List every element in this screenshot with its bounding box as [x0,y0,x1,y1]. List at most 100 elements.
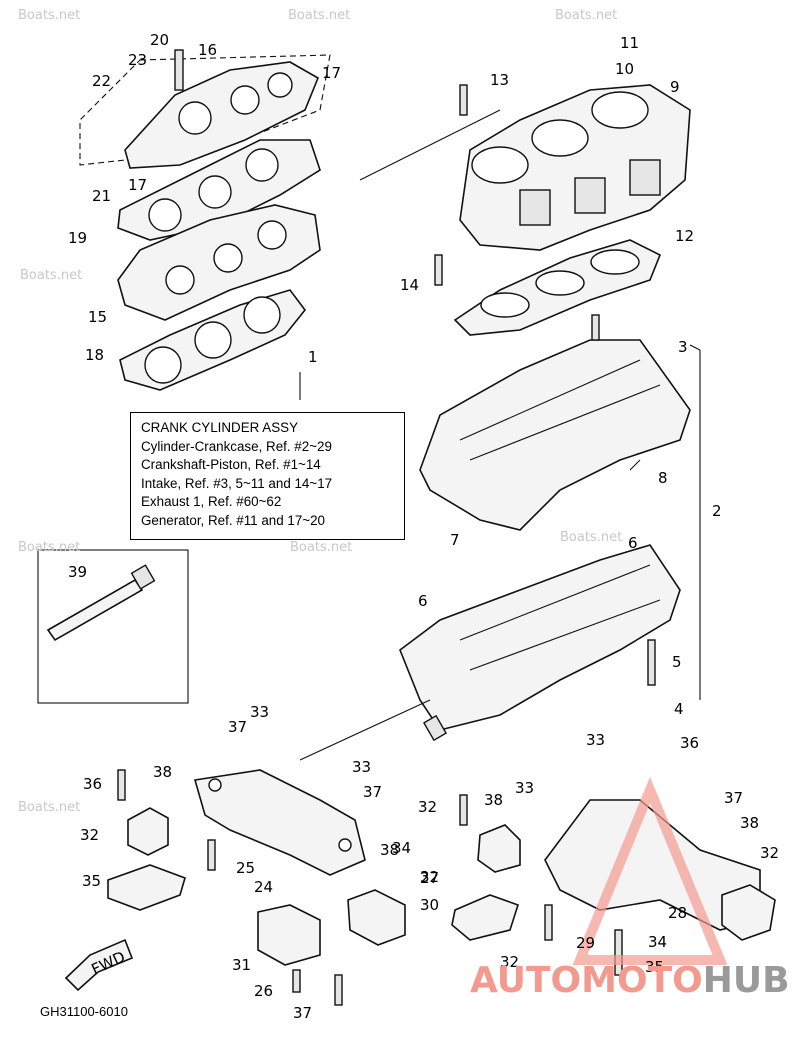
callout-number: 36 [680,734,699,752]
callout-number: 33 [515,779,534,797]
callout-number: 38 [740,814,759,832]
shaft-39[interactable] [46,564,156,642]
callout-number: 34 [392,839,411,857]
callout-number: 10 [615,60,634,78]
callout-number: 17 [128,176,147,194]
callout-number: 32 [418,798,437,816]
mount-32-right[interactable] [477,824,521,873]
logo-part-1: AUTOMOTO [470,960,703,1001]
callout-number: 8 [658,469,668,487]
info-line: Crankshaft-Piston, Ref. #1~14 [141,457,321,472]
callout-number: 19 [68,229,87,247]
callout-number: 22 [92,72,111,90]
base-gasket-12[interactable] [453,239,662,336]
info-line: Cylinder-Crankcase, Ref. #2~29 [141,438,332,454]
bolts [117,49,656,1006]
watermark: Boats.net [560,530,623,545]
mount-30[interactable] [257,904,321,966]
callout-number: 9 [670,78,680,96]
callout-number: 37 [724,789,743,807]
forward-arrow: FWD [64,938,134,992]
callout-number: 33 [586,731,605,749]
plate-35-left[interactable] [107,864,186,911]
watermark: Boats.net [20,268,83,283]
callout-number: 35 [82,872,101,890]
callout-number: 20 [150,31,169,49]
callout-number: 6 [418,592,428,610]
callout-number: 32 [500,953,519,971]
callout-number: 6 [628,534,638,552]
callout-number: 2 [712,502,722,520]
mount-32-left[interactable] [127,807,169,856]
info-line: Exhaust 1, Ref. #60~62 [141,494,282,509]
callout-number: 3 [678,338,688,356]
generator-cover-16[interactable] [124,61,320,169]
callout-number: 39 [68,563,87,581]
watermark: Boats.net [288,8,351,23]
logo-part-2: HUB [702,960,790,1001]
callout-number: 15 [88,308,107,326]
mount-38-center[interactable] [347,889,406,946]
callout-number: 7 [450,531,460,549]
callout-number: 38 [484,791,503,809]
info-line: Intake, Ref. #3, 5~11 and 14~17 [141,475,333,491]
info-line: Generator, Ref. #11 and 17~20 [141,512,326,528]
head-gasket-18[interactable] [119,289,307,391]
callout-number: 11 [620,34,639,52]
callout-number: 38 [153,763,172,781]
callout-number: 29 [576,934,595,952]
watermark: Boats.net [18,8,81,23]
callout-number: 35 [645,958,664,976]
gasket-21[interactable] [117,139,321,241]
cylinder-head-15[interactable] [117,204,321,321]
generator-dashed-outline [79,54,331,166]
leader-lines [299,109,701,761]
engine-bracket-24[interactable] [193,769,366,876]
lower-crankcase-4[interactable] [399,544,681,742]
automotohub-logo: AUTOMOTOHUB [470,960,790,1001]
callout-number: 33 [352,758,371,776]
callout-number: 12 [675,227,694,245]
assembly-info-box: CRANK CYLINDER ASSY Cylinder-Crankcase, … [130,412,405,540]
callout-number: 37 [293,1004,312,1022]
cylinder-block-9[interactable] [459,84,691,251]
upper-crankcase-3[interactable] [419,339,691,531]
fwd-label: FWD [89,948,128,979]
callout-number: 31 [232,956,251,974]
callout-number: 37 [228,718,247,736]
callout-number: 36 [83,775,102,793]
callout-number: 25 [236,859,255,877]
watermark: Boats.net [555,8,618,23]
callout-number: 26 [254,982,273,1000]
callout-number: 5 [672,653,682,671]
watermark: Boats.net [18,800,81,815]
callout-number: 13 [490,71,509,89]
callout-number: 34 [648,933,667,951]
callout-number: 33 [250,703,269,721]
callout-number: 17 [322,64,341,82]
callout-number: 18 [85,346,104,364]
callout-number: 32 [420,868,439,886]
callout-number: 21 [92,187,111,205]
callout-number: 32 [80,826,99,844]
callout-number: 1 [308,348,318,366]
callout-number: 38 [380,841,399,859]
callout-number: 27 [420,869,439,887]
plate-35-right[interactable] [451,894,519,941]
crankshaft-box [37,549,189,704]
callout-number: 16 [198,41,217,59]
callout-number: 28 [668,904,687,922]
callout-number: 4 [674,700,684,718]
callout-number: 30 [420,896,439,914]
diagram-code: GH31100-6010 [40,1004,128,1019]
callout-number: 32 [760,844,779,862]
logo-triangle [572,776,728,965]
watermark: Boats.net [18,540,81,555]
callout-number: 14 [400,276,419,294]
watermark: Boats.net [290,540,353,555]
callout-number: 24 [254,878,273,896]
mount-38-right[interactable] [721,884,776,941]
callout-number: 23 [128,51,147,69]
